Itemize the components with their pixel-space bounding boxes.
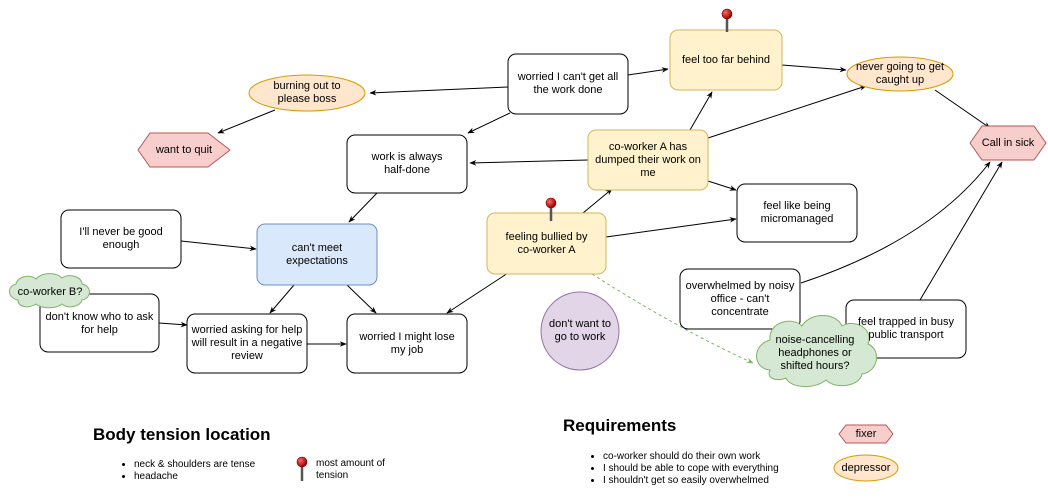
- edge-bullied-to-losejob: [446, 272, 509, 314]
- edges: [158, 64, 1003, 364]
- edge-dontknow-to-askhelp: [158, 321, 188, 328]
- edge-coworker-to-caughtup: [707, 85, 867, 139]
- pin-icon-bullied: [545, 197, 557, 221]
- node-ask-help-box[interactable]: [186, 313, 308, 374]
- node-dont-want-circle[interactable]: [540, 291, 620, 371]
- pin-icon-too-far-behind: [721, 8, 733, 32]
- node-caught-up-label: never going to get caught up: [855, 61, 945, 86]
- node-ask-help-label: worried asking for help will result in a…: [191, 324, 303, 362]
- legend-fixer-shape: [838, 424, 894, 444]
- edge-coworker-to-behind: [689, 91, 713, 131]
- node-coworker-dumped-label: co-worker A has dumped their work on me: [595, 140, 701, 179]
- node-noise-cancel-cloud[interactable]: [756, 315, 877, 387]
- requirements-list: co-worker should do their own work I sho…: [583, 451, 779, 487]
- body-tension-item: neck & shoulders are tense: [134, 459, 255, 471]
- body-tension-item: headache: [134, 471, 255, 483]
- node-worried-work-label: worried I can't get all the work done: [517, 71, 619, 96]
- legend-fixer-label: fixer: [855, 427, 877, 440]
- node-want-to-quit-label: want to quit: [155, 143, 213, 156]
- node-worried-work-box[interactable]: [507, 53, 629, 115]
- node-noise-cancel-label: noise-cancelling headphones or shifted h…: [775, 333, 855, 372]
- edge-trapped-to-sick: [919, 161, 1003, 301]
- node-coworker-b-cloud[interactable]: [9, 273, 90, 309]
- body-tension-title: Body tension location: [93, 425, 271, 444]
- edge-noisy-to-sick: [800, 161, 991, 284]
- edge-caughtup-to-sick: [934, 89, 991, 129]
- edge-burning-to-quit: [217, 109, 276, 134]
- edge-bullied-to-micromanaged: [605, 217, 737, 238]
- legend-depressor-shape: [833, 454, 899, 482]
- node-call-in-sick-shape[interactable]: [969, 125, 1047, 161]
- legend-depressor-label: depressor: [841, 461, 891, 474]
- node-lose-job-box[interactable]: [346, 313, 468, 374]
- edge-expectations-to-askhelp: [269, 284, 295, 314]
- node-noisy-label: overwhelmed by noisy office - can't conc…: [685, 279, 795, 318]
- node-expectations-label: can't meet expectations: [286, 241, 348, 267]
- node-half-done-box[interactable]: [346, 134, 468, 194]
- node-good-enough-label: I'll never be good enough: [79, 226, 163, 251]
- pin-legend-label: most amount of tension: [316, 458, 385, 481]
- edge-coworker-to-micromanaged: [707, 180, 737, 191]
- node-too-far-behind-label: feel too far behind: [681, 53, 771, 66]
- requirements-item: I should be able to cope with everything: [603, 463, 779, 475]
- pin-icon-legend: [296, 456, 308, 481]
- requirements-title: Requirements: [563, 416, 677, 435]
- node-noisy-box[interactable]: [679, 268, 801, 330]
- node-burning-out-shape[interactable]: [248, 74, 366, 112]
- node-bullied-box[interactable]: [486, 212, 607, 275]
- node-dont-want-label: don't want to go to work: [548, 318, 612, 343]
- edge-worried-to-behind: [627, 67, 669, 76]
- edge-goodenough-to-expectations: [180, 240, 257, 252]
- node-dont-know-box[interactable]: [39, 293, 160, 353]
- edge-expectations-to-losejob: [346, 284, 377, 314]
- edge-behind-to-caughtup: [781, 64, 847, 73]
- edge-coworker-to-halfdone: [469, 159, 589, 166]
- node-micromanaged-label: feel like being micromanaged: [760, 200, 834, 225]
- edge-halfdone-to-expectations: [348, 192, 378, 223]
- node-micromanaged-box[interactable]: [736, 183, 858, 243]
- node-lose-job-label: worried I might lose my job: [359, 330, 455, 356]
- edge-worried-to-burning: [369, 86, 509, 96]
- node-half-done-label: work is always half-done: [371, 151, 443, 176]
- node-want-to-quit-shape[interactable]: [137, 132, 231, 168]
- node-good-enough-box[interactable]: [60, 209, 182, 269]
- edge-bullied-to-noisecancel: [591, 273, 754, 364]
- node-burning-out-label: burning out to please boss: [273, 80, 341, 105]
- node-call-in-sick-label: Call in sick: [981, 136, 1035, 149]
- node-coworker-dumped-box[interactable]: [587, 129, 709, 191]
- node-dont-know-label: don't know who to ask for help: [45, 311, 154, 336]
- requirements-item: co-worker should do their own work: [603, 451, 779, 463]
- edge-bullied-to-coworker: [582, 188, 613, 214]
- body-tension-list: neck & shoulders are tense headache: [114, 459, 255, 483]
- edge-worried-to-halfdone: [467, 112, 511, 134]
- node-coworker-b-label: co-worker B?: [17, 285, 83, 298]
- node-caught-up-shape[interactable]: [846, 56, 954, 92]
- requirements-item: I shouldn't get so easily overwhelmed: [603, 475, 779, 487]
- node-bullied-label: feeling bullied by co-worker A: [505, 230, 588, 256]
- node-trapped-label: feel trapped in busy public transport: [857, 316, 954, 341]
- node-expectations-box[interactable]: [256, 223, 378, 286]
